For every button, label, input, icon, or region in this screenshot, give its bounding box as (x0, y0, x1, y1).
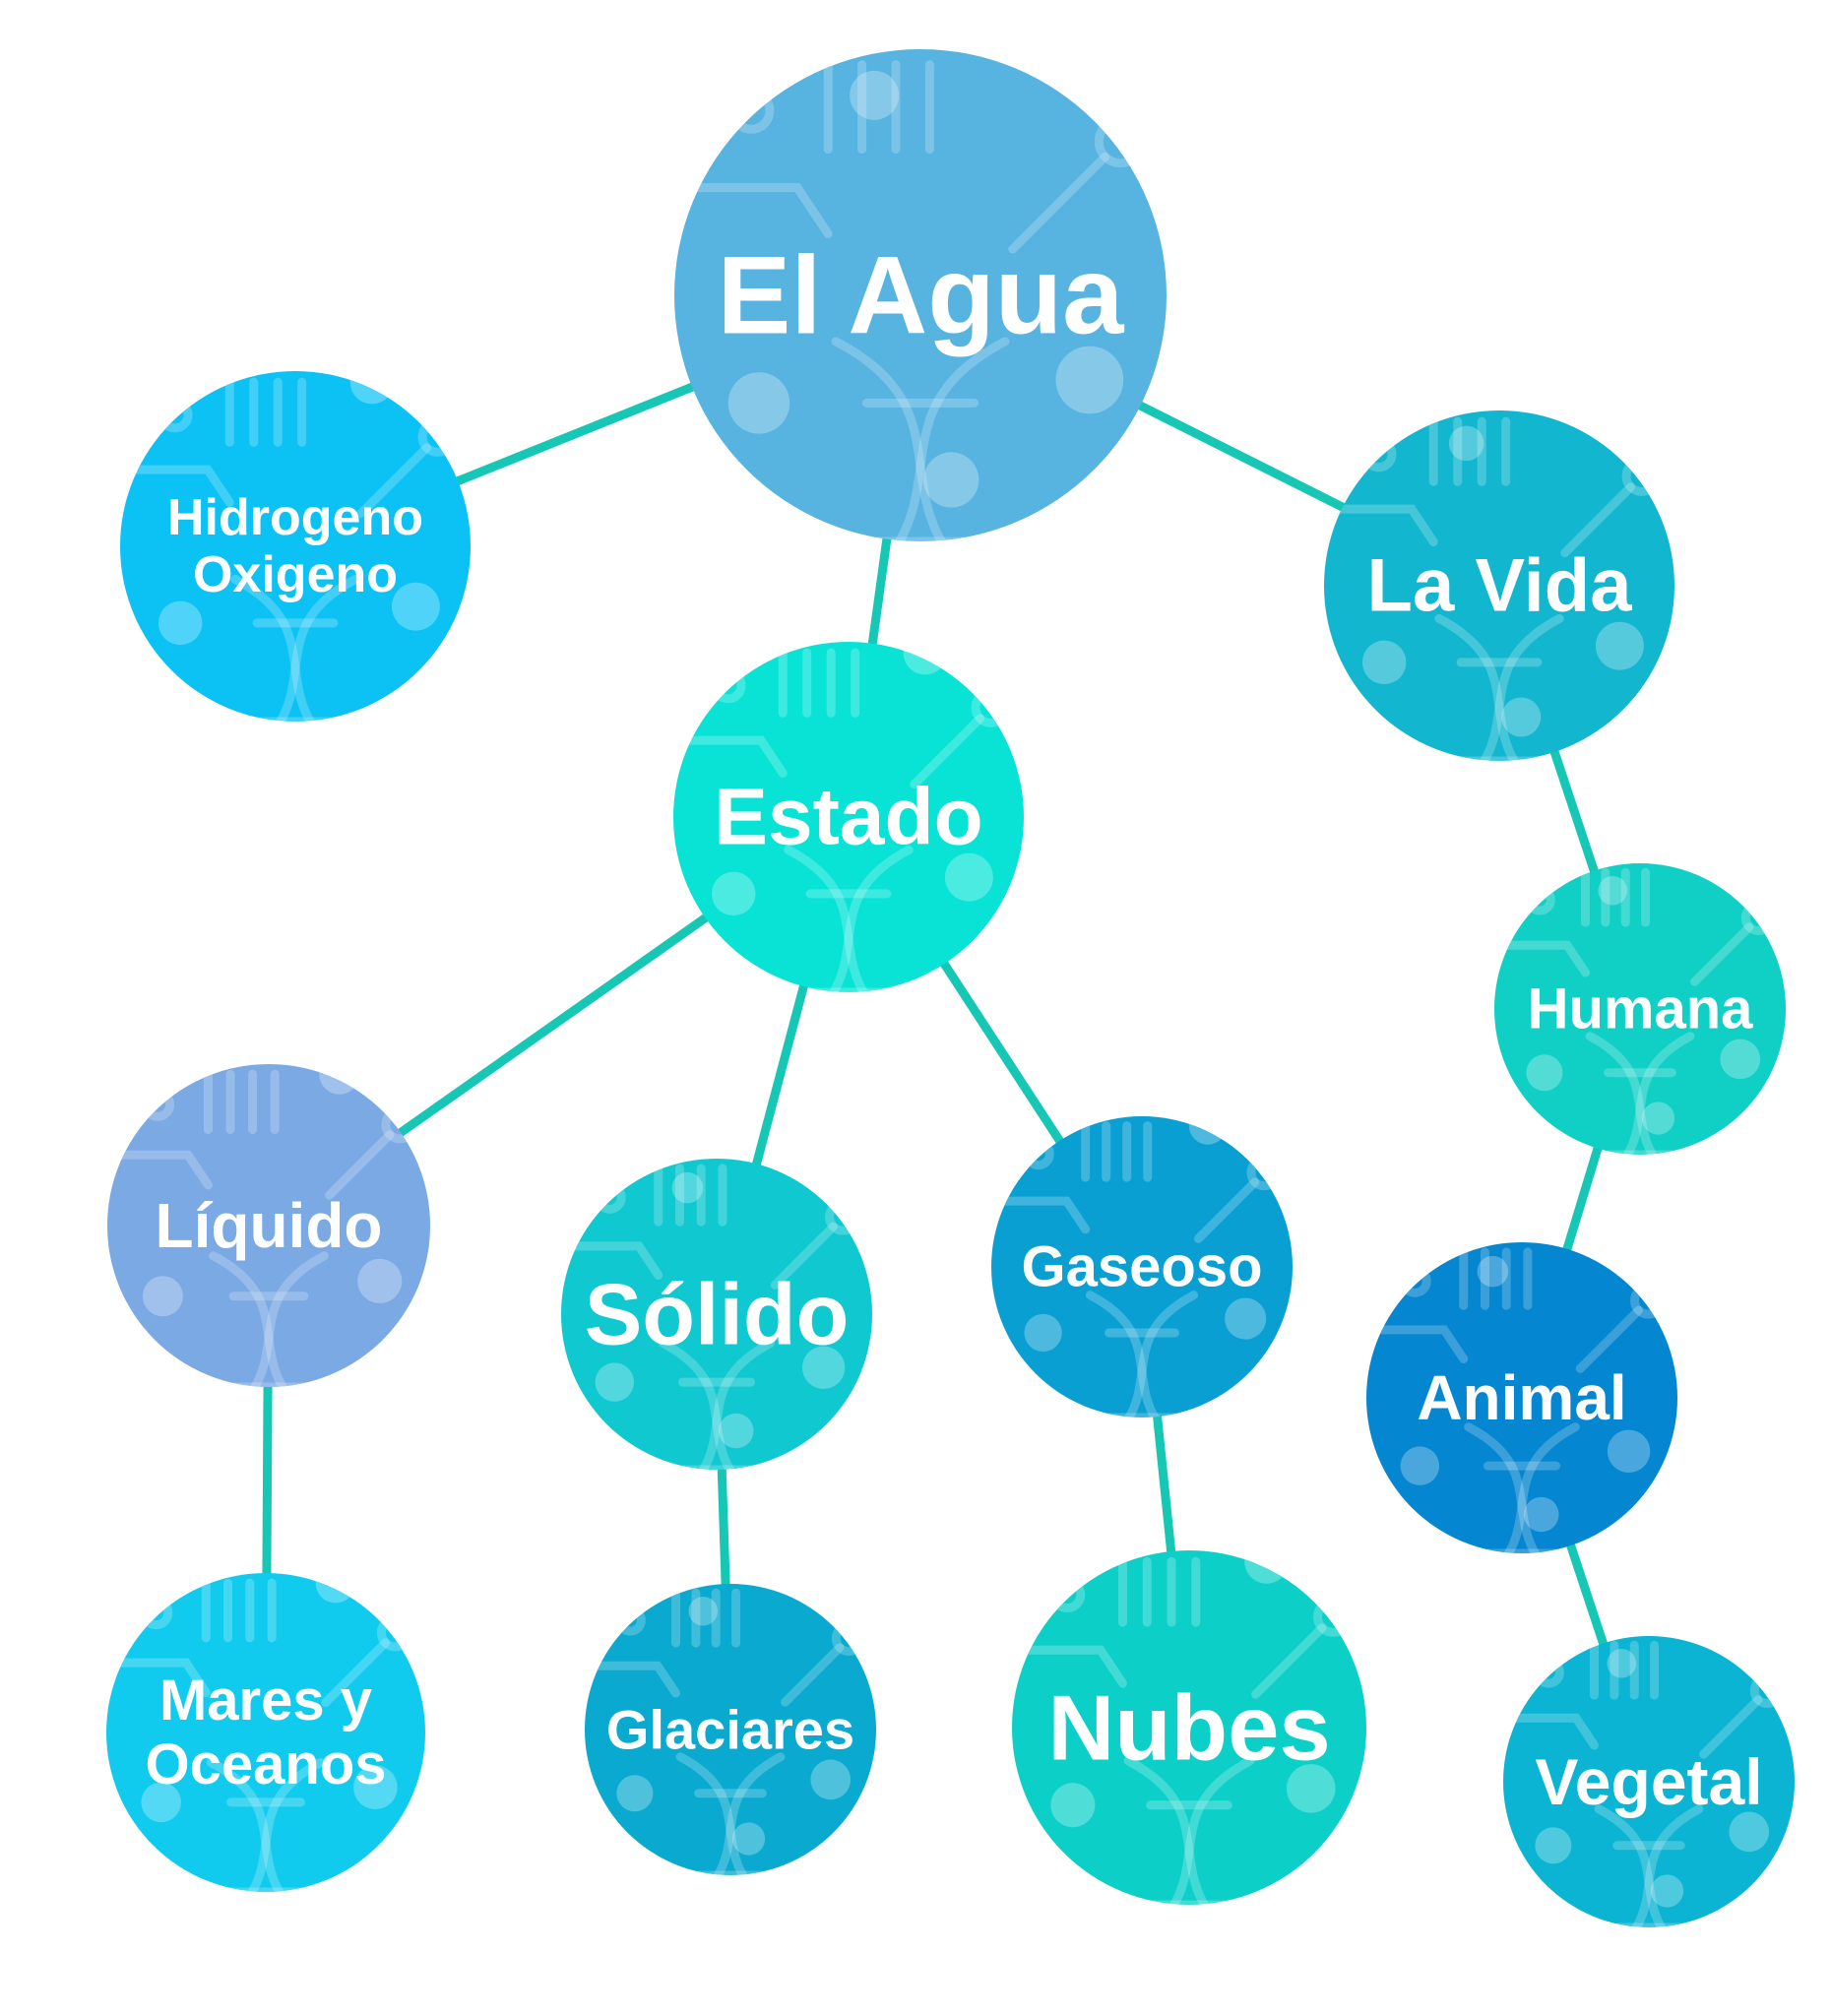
node-circle-liquido (107, 1064, 430, 1387)
node-circle-vida (1324, 410, 1674, 761)
node-circle-hidrogeno (120, 371, 471, 722)
node-label-hidrogeno: Oxigeno (193, 546, 398, 603)
node-label-hidrogeno: Hidrogeno (167, 489, 423, 546)
node-liquido[interactable]: Líquido (107, 1054, 430, 1427)
node-circle-nubes (1012, 1550, 1366, 1905)
node-circle-humana (1494, 863, 1786, 1155)
node-agua[interactable]: El Agua (674, 49, 1167, 603)
node-estado[interactable]: Estado (673, 631, 1024, 1037)
node-circle-estado (673, 642, 1024, 992)
science-pattern-icon (1498, 867, 1776, 1155)
science-pattern-icon (1371, 1247, 1667, 1553)
node-label-agua: El Agua (718, 234, 1124, 357)
node-animal[interactable]: Animal (1366, 1242, 1677, 1593)
node-label-vida: La Vida (1367, 544, 1633, 628)
node-label-liquido: Líquido (155, 1190, 382, 1261)
node-vida[interactable]: La Vida (1324, 410, 1674, 805)
node-circle-mares (106, 1573, 425, 1892)
node-label-mares: Mares y (159, 1669, 372, 1732)
node-label-mares: Oceanos (146, 1732, 387, 1796)
node-nubes[interactable]: Nubes (1012, 1540, 1366, 1949)
node-solido[interactable]: Sólido (561, 1159, 872, 1509)
node-gaseoso[interactable]: Gaseoso (991, 1106, 1293, 1455)
science-pattern-icon (1018, 1550, 1354, 1905)
node-label-glaciares: Glaciares (606, 1699, 854, 1761)
node-circle-gaseoso (991, 1116, 1293, 1418)
node-label-estado: Estado (714, 773, 982, 862)
node-circle-animal (1366, 1242, 1677, 1553)
science-pattern-icon (1330, 416, 1662, 761)
science-pattern-icon (589, 1588, 866, 1875)
science-pattern-icon (112, 1064, 419, 1387)
node-label-gaseoso: Gaseoso (1022, 1235, 1263, 1299)
node-circle-vegetal (1503, 1636, 1795, 1927)
node-humana[interactable]: Humana (1494, 863, 1786, 1191)
node-label-nubes: Nubes (1047, 1676, 1330, 1780)
node-glaciares[interactable]: Glaciares (585, 1584, 876, 1912)
node-circle-agua (674, 49, 1167, 541)
node-circle-solido (561, 1159, 872, 1470)
science-pattern-icon (1507, 1640, 1785, 1927)
node-label-solido: Sólido (585, 1266, 850, 1363)
science-pattern-icon (685, 60, 1147, 541)
node-vegetal[interactable]: Vegetal (1503, 1636, 1795, 1964)
node-label-animal: Animal (1417, 1362, 1626, 1433)
node-label-humana: Humana (1528, 977, 1754, 1041)
node-circle-glaciares (585, 1584, 876, 1875)
node-label-vegetal: Vegetal (1535, 1745, 1762, 1818)
